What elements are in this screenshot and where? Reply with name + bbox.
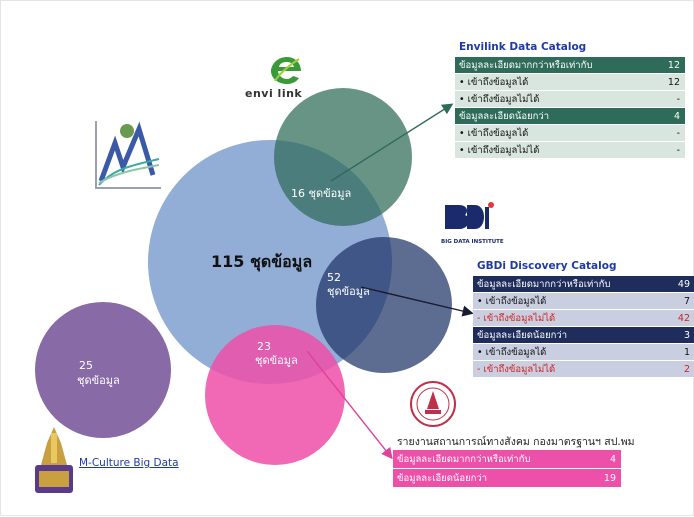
social-count-number: 23 [257,340,271,353]
envilink-catalog-row-value: 12 [667,59,680,71]
gbdi-count-unit: ชุดข้อมูล [327,285,370,298]
envilink-catalog-row: • เข้าถึงข้อมูลไม่ได้ - [455,91,685,108]
gbdi-catalog-row-label: ข้อมูลละเอียดน้อยกว่า [477,329,568,341]
gbdi-catalog-row: • เข้าถึงข้อมูลได้ 7 [473,293,694,310]
agency-logo-icon [95,121,161,189]
envilink-catalog-row-label: • เข้าถึงข้อมูลได้ [459,76,529,88]
social-count-unit: ชุดข้อมูล [255,354,298,367]
gbdi-count-number: 52 [327,271,341,284]
gbdi-catalog-row-value: 3 [683,329,690,341]
envilink-catalog-row: • เข้าถึงข้อมูลได้ - [455,125,685,142]
gbdi-catalog-table: ข้อมูลละเอียดมากกว่าหรือเท่ากับ 49 • เข้าถ… [473,276,694,378]
envilink-logo-icon [271,57,301,84]
ministry-seal-icon [410,381,456,427]
gbdi-catalog-row-label: • เข้าถึงข้อมูลได้ [477,295,547,307]
gbdi-catalog-row-value: 7 [683,295,690,307]
social-report-row-label: ข้อมูลละเอียดน้อยกว่า [397,472,488,484]
envilink-catalog-row: ข้อมูลละเอียดมากกว่าหรือเท่ากับ 12 [455,57,685,74]
bdi-logo-text: BIG DATA INSTITUTE [441,239,504,245]
gbdi-catalog-row-label: - เข้าถึงข้อมูลไม่ได้ [477,363,556,375]
gbdi-catalog-row-value: 49 [677,278,690,290]
gbdi-connector-arrow [360,286,474,317]
envilink-count-label: 16 ชุดข้อมูล [291,187,352,200]
envilink-catalog-row-label: ข้อมูลละเอียดน้อยกว่า [459,110,550,122]
gbdi-catalog-row: ข้อมูลละเอียดมากกว่าหรือเท่ากับ 49 [473,276,694,293]
social-report-row: ข้อมูลละเอียดมากกว่าหรือเท่ากับ 4 [393,450,621,469]
gbdi-catalog-row: - เข้าถึงข้อมูลไม่ได้ 42 [473,310,694,327]
gbdi-catalog-row: • เข้าถึงข้อมูลได้ 1 [473,344,694,361]
envilink-catalog-row: • เข้าถึงข้อมูลไม่ได้ - [455,142,685,159]
mculture-emblem-icon [35,427,73,493]
social-report-row-value: 19 [603,472,616,484]
social-report-row-label: ข้อมูลละเอียดมากกว่าหรือเท่ากับ [397,453,531,465]
social-report-circle [205,325,345,465]
gbdi-catalog-row-value: 2 [683,363,690,375]
envilink-catalog-row-value: 4 [673,110,680,122]
gbdi-catalog-row: ข้อมูลละเอียดน้อยกว่า 3 [473,327,694,344]
gbdi-catalog-title: GBDi Discovery Catalog [477,260,617,272]
envilink-catalog-row: ข้อมูลละเอียดน้อยกว่า 4 [455,108,685,125]
social-report-row: ข้อมูลละเอียดน้อยกว่า 19 [393,469,621,488]
mculture-circle [35,302,171,438]
gbdi-circle [316,237,452,373]
envilink-catalog-row-label: • เข้าถึงข้อมูลไม่ได้ [459,144,540,156]
envilink-logo-text: envi link [245,87,303,100]
envilink-catalog-row-value: 12 [667,76,680,88]
gbdi-catalog-row-label: • เข้าถึงข้อมูลได้ [477,346,547,358]
mculture-count-unit: ชุดข้อมูล [77,374,120,387]
gbdi-catalog-row-value: 42 [677,312,690,324]
envilink-connector-arrow [330,103,454,182]
social-connector-arrow [306,350,393,460]
envilink-catalog-row-value: - [676,127,680,139]
total-count-label: 115 ชุดข้อมูล [211,252,313,271]
envilink-catalog-row-value: - [676,144,680,156]
gbdi-catalog-row: - เข้าถึงข้อมูลไม่ได้ 2 [473,361,694,378]
envilink-catalog-row-label: ข้อมูลละเอียดมากกว่าหรือเท่ากับ [459,59,593,71]
bdi-logo-icon [445,202,494,229]
envilink-catalog-row-label: • เข้าถึงข้อมูลไม่ได้ [459,93,540,105]
gbdi-catalog-row-value: 1 [683,346,690,358]
mculture-title: M-Culture Big Data [79,457,179,469]
gbdi-catalog-row-label: - เข้าถึงข้อมูลไม่ได้ [477,312,556,324]
gbdi-catalog-row-label: ข้อมูลละเอียดมากกว่าหรือเท่ากับ [477,278,611,290]
social-report-row-value: 4 [609,453,616,465]
social-report-title: รายงานสถานการณ์ทางสังคม กองมาตรฐานฯ สป.พ… [397,436,635,448]
envilink-catalog-title: Envilink Data Catalog [459,41,587,53]
envilink-catalog-row-label: • เข้าถึงข้อมูลได้ [459,127,529,139]
envilink-catalog-row: • เข้าถึงข้อมูลได้ 12 [455,74,685,91]
envilink-circle [274,88,412,226]
envilink-catalog-row-value: - [676,93,680,105]
mculture-count-number: 25 [79,359,93,372]
